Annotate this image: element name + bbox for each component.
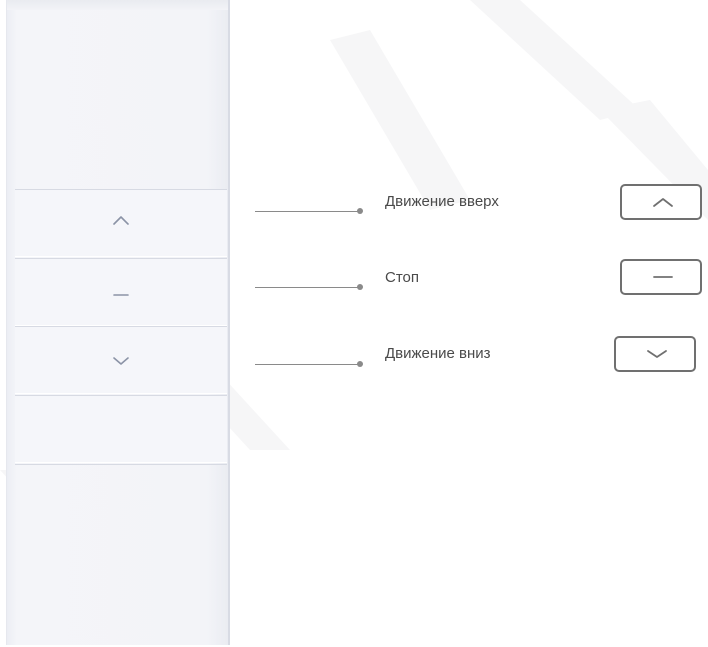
down-button[interactable] (15, 326, 227, 394)
button-divider (15, 464, 227, 465)
dash-icon (653, 276, 673, 278)
stop-symbol-box (620, 259, 702, 295)
down-symbol-box (614, 336, 696, 372)
remote-top-edge (7, 0, 228, 10)
chevron-up-icon (113, 216, 129, 225)
up-symbol-box (620, 184, 702, 220)
chevron-up-icon (653, 198, 673, 207)
label-down: Движение вниз (385, 345, 491, 362)
up-button[interactable] (15, 189, 227, 257)
label-stop: Стоп (385, 269, 419, 286)
callout-line-stop (255, 287, 359, 288)
callout-line-down (255, 364, 359, 365)
chevron-down-icon (647, 350, 667, 358)
dash-icon (113, 294, 129, 296)
callout-dot-stop (357, 284, 363, 290)
callout-dot-down (357, 361, 363, 367)
callout-line-up (255, 211, 359, 212)
stop-button[interactable] (15, 258, 227, 326)
callout-dot-up (357, 208, 363, 214)
blank-button[interactable] (15, 395, 227, 463)
chevron-down-icon (113, 357, 129, 365)
remote-control (6, 0, 230, 645)
label-up: Движение вверх (385, 193, 499, 210)
